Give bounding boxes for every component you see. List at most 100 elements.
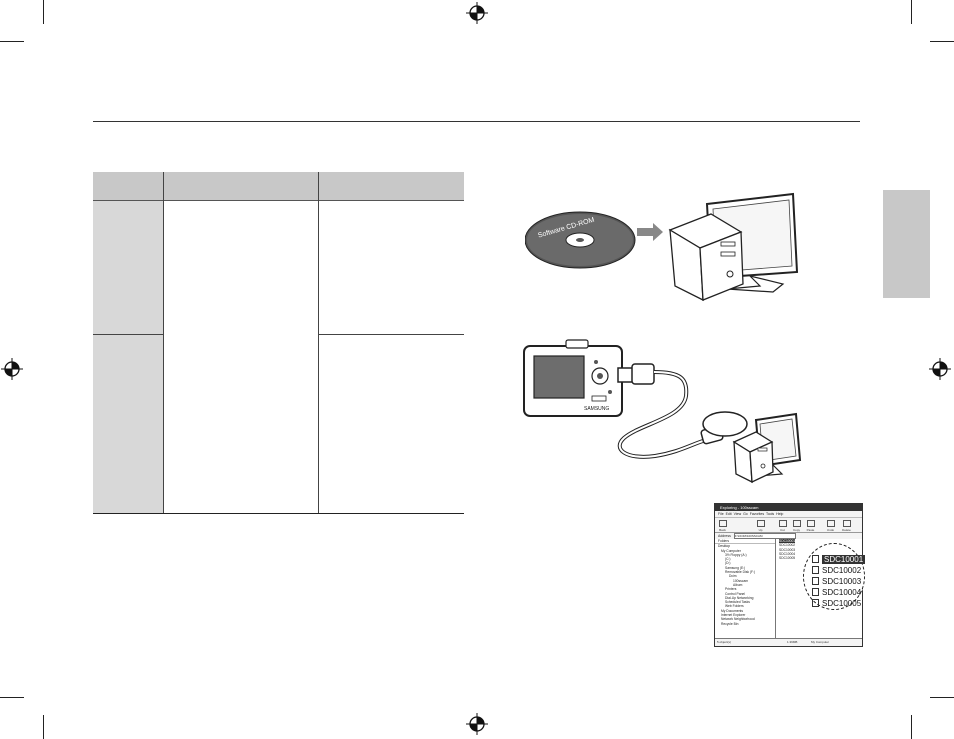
- table-col-divider-2: [318, 172, 319, 513]
- address-label: Address: [718, 534, 731, 538]
- tree-item[interactable]: Web Folders: [725, 604, 744, 609]
- file-item[interactable]: SDC10004: [779, 551, 796, 556]
- explorer-toolbar: Back Up Cut Copy Paste Undo Delete: [715, 518, 862, 533]
- back-icon: [718, 520, 727, 527]
- address-input[interactable]: F:\DCIM\100SSCAM: [733, 533, 796, 540]
- status-bar: 5 object(s) 1.39MB My Computer: [715, 638, 862, 646]
- cut-icon: [778, 520, 787, 527]
- tree-item[interactable]: My Documents: [721, 608, 743, 613]
- crop-mark-tl-v: [43, 0, 44, 24]
- table-row-divider-a: [93, 334, 163, 335]
- back-button[interactable]: Back: [717, 520, 728, 532]
- zoom-file-item: SDC10002: [812, 566, 861, 575]
- explorer-title: Exploring - 100sscam: [715, 504, 862, 511]
- registration-mark-bottom: [466, 713, 488, 735]
- undo-icon: [826, 520, 835, 527]
- explorer-menu-bar: File Edit View Go Favorites Tools Help: [715, 511, 862, 518]
- status-object-count: 5 object(s): [717, 640, 732, 644]
- cd-rom-disc: Software CD-ROM: [525, 211, 636, 269]
- menu-item-view[interactable]: View: [733, 512, 742, 516]
- tree-item[interactable]: Removable Disk (F:): [725, 570, 756, 575]
- arrow-icon: [637, 223, 663, 241]
- zoom-file-item: SDC10001: [812, 555, 866, 564]
- tree-item[interactable]: (D:): [725, 561, 731, 566]
- menu-item-help[interactable]: Help: [776, 512, 784, 516]
- crop-mark-br-h: [930, 697, 954, 698]
- folders-label: Folders: [715, 539, 775, 545]
- crop-mark-bl-h: [0, 697, 24, 698]
- file-icon: [812, 577, 819, 585]
- table-header-row: [93, 172, 464, 201]
- tree-item[interactable]: Desktop: [718, 544, 731, 549]
- status-location: My Computer: [811, 640, 830, 644]
- spec-table: [93, 172, 464, 514]
- undo-button[interactable]: Undo: [825, 520, 836, 532]
- table-col-divider-1: [163, 172, 164, 513]
- table-bottom-rule: [93, 513, 464, 514]
- file-item[interactable]: SDC10005: [779, 556, 796, 561]
- zoom-callout: [803, 543, 865, 610]
- header-rule: [93, 121, 860, 122]
- desktop-computer: [668, 192, 799, 302]
- paste-icon: [806, 520, 815, 527]
- section-side-tab: [883, 190, 930, 298]
- registration-mark-top: [466, 2, 488, 24]
- tree-item[interactable]: (C:): [725, 557, 731, 562]
- table-row-divider-b: [318, 334, 464, 335]
- crop-mark-tr-h: [930, 41, 954, 42]
- zoom-file-item: SDC10004: [812, 588, 861, 597]
- folder-tree: Desktop My Computer 3½ Floppy (A:) (C:) …: [715, 544, 775, 626]
- copy-icon: [792, 520, 801, 527]
- delete-button[interactable]: Delete: [841, 520, 852, 532]
- delete-icon: [842, 520, 851, 527]
- crop-mark-tr-v: [911, 0, 912, 24]
- cd-install-illustration: Software CD-ROM: [525, 192, 799, 302]
- crop-mark-bl-v: [43, 715, 44, 739]
- tree-item[interactable]: Control Panel: [725, 591, 745, 596]
- zoom-file-item: SDC10003: [812, 577, 861, 586]
- explorer-window: Exploring - 100sscam File Edit View Go F…: [714, 503, 863, 647]
- tree-item[interactable]: My Computer: [721, 548, 741, 553]
- desktop-computer-small: [732, 412, 802, 484]
- tree-item[interactable]: Album: [733, 582, 743, 587]
- file-item[interactable]: SDC10001: [779, 539, 796, 543]
- paste-button[interactable]: Paste: [805, 520, 816, 532]
- menu-item-file[interactable]: File: [718, 512, 724, 516]
- tree-item[interactable]: Dcim: [729, 574, 737, 579]
- menu-item-edit[interactable]: Edit: [725, 512, 732, 516]
- camera-brand: SAMSUNG: [584, 406, 609, 412]
- tree-item[interactable]: Recycle Bin: [721, 621, 739, 626]
- status-size: 1.39MB: [787, 640, 798, 644]
- tree-item[interactable]: Network Neighborhood: [721, 617, 755, 622]
- tree-item[interactable]: Internet Explorer: [721, 613, 746, 618]
- zoom-file-item: SDC10005: [812, 599, 861, 608]
- registration-mark-right: [929, 358, 951, 380]
- file-icon: [812, 566, 819, 574]
- tree-item-selected[interactable]: 100sscam: [733, 578, 749, 583]
- tree-item[interactable]: Scheduled Tasks: [725, 600, 750, 605]
- cut-button[interactable]: Cut: [777, 520, 788, 532]
- up-icon: [756, 520, 765, 527]
- tree-item[interactable]: Printers: [725, 587, 737, 592]
- copy-button[interactable]: Copy: [791, 520, 802, 532]
- usb-connector: [617, 363, 748, 459]
- menu-item-favorites[interactable]: Favorites: [749, 512, 765, 516]
- camera-usb-illustration: SAMSUNG: [523, 339, 802, 484]
- registration-mark-left: [1, 358, 23, 380]
- digital-camera: SAMSUNG: [523, 339, 623, 417]
- folder-tree-pane: Folders Desktop My Computer 3½ Floppy (A…: [715, 539, 776, 638]
- file-icon: [812, 588, 819, 596]
- file-icon: [812, 599, 819, 607]
- tree-item[interactable]: Samsung (E:): [725, 565, 746, 570]
- menu-item-go[interactable]: Go: [743, 512, 748, 516]
- crop-mark-tl-h: [0, 41, 24, 42]
- file-item[interactable]: SDC10003: [779, 547, 796, 552]
- tree-item[interactable]: 3½ Floppy (A:): [725, 552, 747, 557]
- file-icon: [812, 555, 819, 563]
- menu-item-tools[interactable]: Tools: [765, 512, 775, 516]
- table-first-column: [93, 201, 163, 513]
- up-button[interactable]: Up: [755, 520, 766, 532]
- crop-mark-br-v: [911, 715, 912, 739]
- tree-item[interactable]: Dial-Up Networking: [725, 595, 754, 600]
- file-item[interactable]: SDC10002: [779, 543, 796, 548]
